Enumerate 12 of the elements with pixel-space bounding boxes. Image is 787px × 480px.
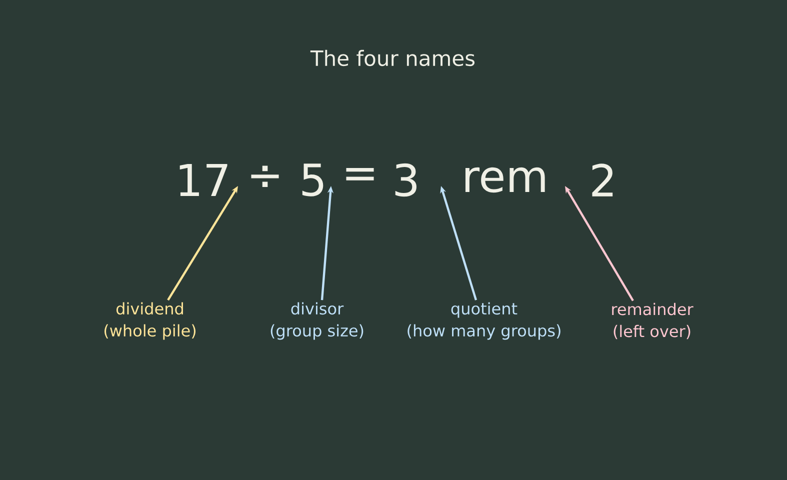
number: 2 (592, 164, 613, 196)
term-label: quotient (how many groups) (408, 302, 560, 340)
number: 17 (180, 164, 228, 196)
term-label: dividend (whole pile) (104, 302, 196, 340)
term-label: remainder (left over) (612, 302, 694, 340)
operator: rem (465, 167, 545, 193)
number: 5 (302, 164, 324, 196)
operator: ÷ (251, 166, 279, 187)
number: 3 (395, 163, 416, 197)
operator: = (346, 168, 374, 180)
term-label: divisor (group size) (270, 302, 364, 340)
title: The four names (310, 50, 474, 66)
